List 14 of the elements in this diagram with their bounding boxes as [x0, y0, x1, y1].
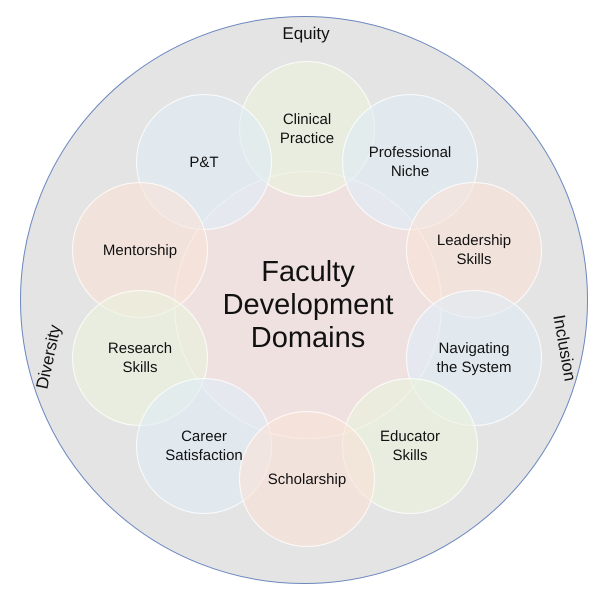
ring-label: Equity	[282, 24, 330, 44]
ring-label: Inclusion	[548, 313, 580, 383]
ring-label: Diversity	[32, 323, 66, 391]
domain-label: Educator Skills	[378, 427, 442, 465]
domain-label: Clinical Practice	[278, 110, 336, 148]
center-title: Faculty Development Domains	[222, 256, 394, 354]
domain-label: Professional Niche	[368, 143, 452, 181]
domain-label: Leadership Skills	[436, 231, 512, 269]
domain-label: Navigating the System	[435, 339, 513, 377]
domain-label: Scholarship	[268, 470, 346, 488]
domain-label: Career Satisfaction	[164, 427, 244, 465]
domain-label: Research Skills	[106, 339, 174, 377]
domain-label: P&T	[189, 152, 219, 172]
domain-label: Mentorship	[102, 240, 178, 260]
